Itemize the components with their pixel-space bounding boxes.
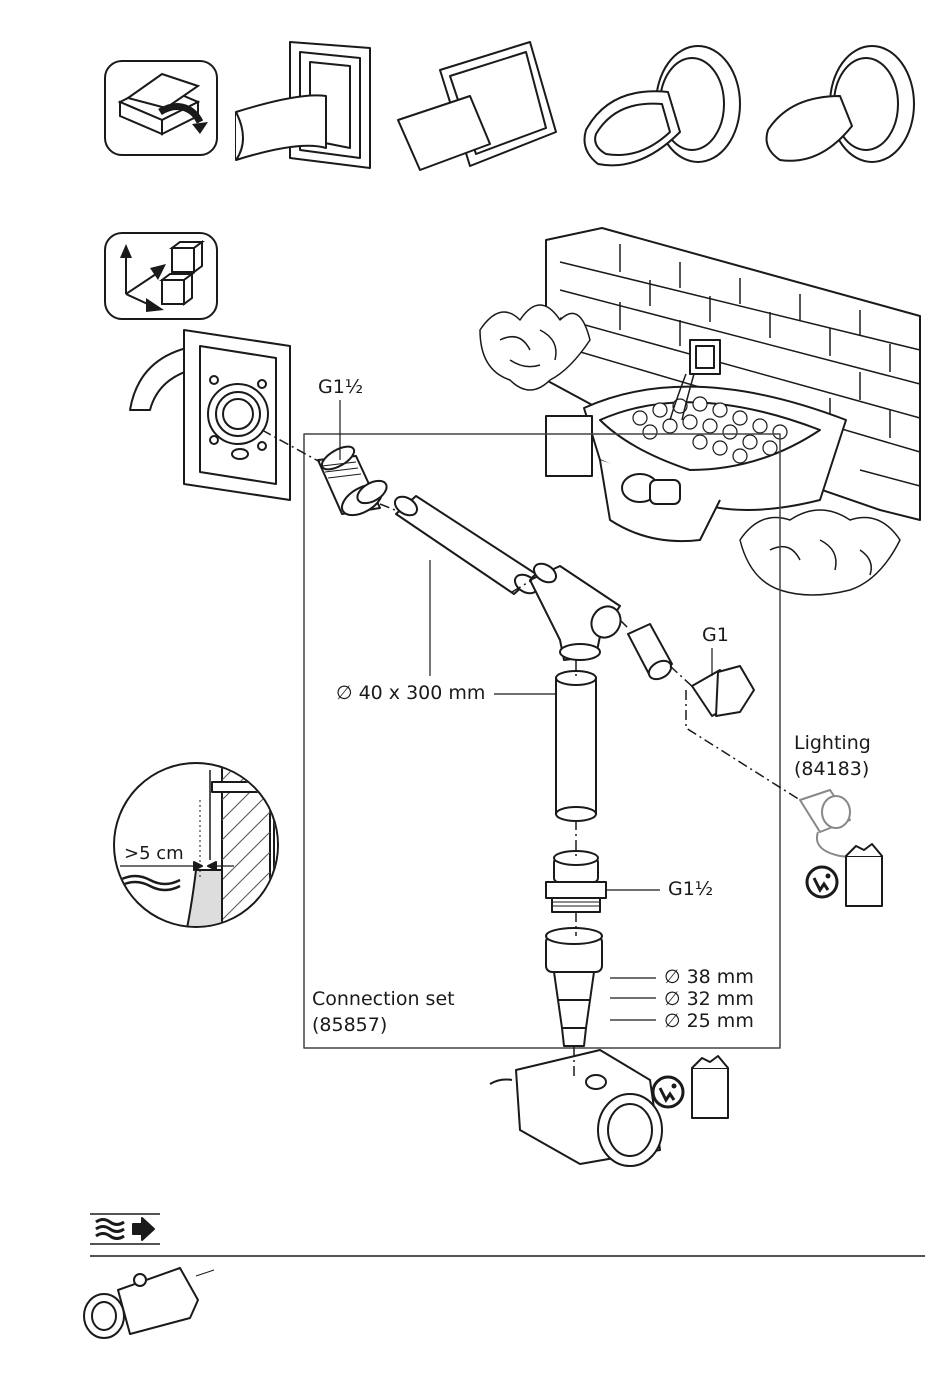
manual-booklet-pump: [692, 1056, 728, 1118]
t-piece: [530, 560, 626, 660]
spout-wall-mount: [130, 330, 290, 500]
label-distance: >5 cm: [124, 842, 184, 865]
plug-g1: [692, 666, 754, 716]
label-lighting-code: (84183): [794, 758, 869, 781]
installation-detail-circle: [114, 712, 294, 960]
pump-main: [490, 1050, 662, 1166]
label-pipe-dimensions: ∅ 40 x 300 mm: [336, 682, 485, 705]
label-lighting-name: Lighting: [794, 732, 871, 755]
manual-booklet-lighting: [846, 844, 882, 906]
label-connection-set-name: Connection set: [312, 988, 455, 1011]
read-manual-icon-lighting: [807, 867, 837, 897]
spout-variant-curved: [236, 42, 370, 168]
lighting-part: [800, 790, 860, 858]
pump-thumbnail: [84, 1268, 214, 1338]
pipe-vertical: [556, 671, 596, 821]
hose-tail: [546, 928, 602, 1046]
read-manual-icon-pump: [653, 1077, 683, 1107]
label-hose-38: ∅ 38 mm: [664, 966, 754, 989]
label-connection-set-code: (85857): [312, 1014, 387, 1037]
label-hose-25: ∅ 25 mm: [664, 1010, 754, 1033]
label-thread-top: G1½: [318, 376, 363, 399]
union-nut: [628, 624, 674, 683]
spout-variant-oval-wide: [585, 46, 741, 165]
label-thread-plug: G1: [702, 624, 729, 647]
label-hose-32: ∅ 32 mm: [664, 988, 754, 1011]
label-thread-adapter: G1½: [668, 878, 713, 901]
water-flow-arrow-icon: [90, 1214, 160, 1244]
spout-variant-flat: [398, 42, 556, 170]
threaded-adapter-bottom: [546, 851, 606, 912]
spout-variant-oval-narrow: [767, 46, 915, 162]
threaded-adapter-top: [318, 442, 390, 521]
pipe-40x300: [392, 493, 541, 597]
connection-set-frame: [304, 434, 780, 1048]
plant-right: [740, 510, 900, 595]
